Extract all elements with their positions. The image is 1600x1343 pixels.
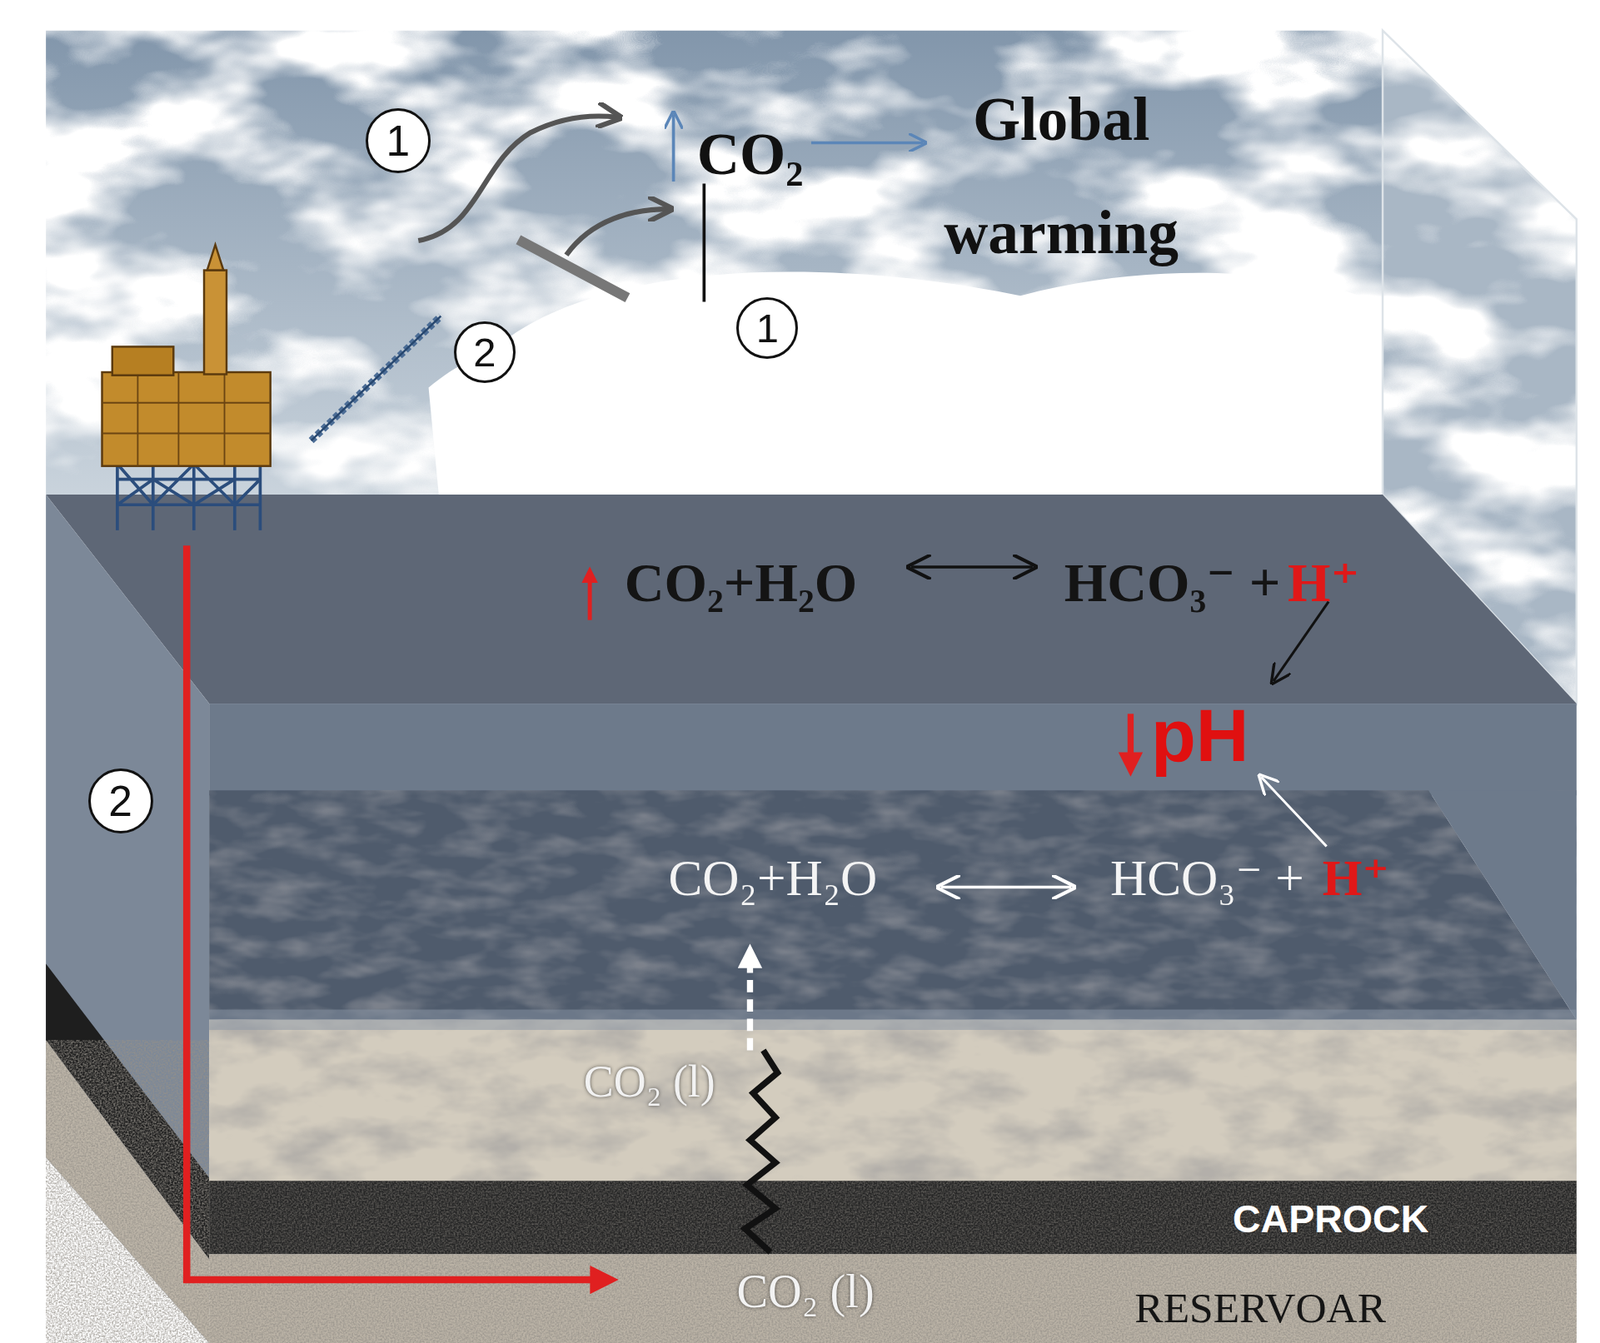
callout-number: 2 <box>473 328 496 376</box>
layer-label: RESERVOAR <box>1134 1283 1386 1333</box>
callout-circle: 2 <box>453 321 516 384</box>
gas-formula: CO₂ <box>697 120 804 190</box>
phase-label: CO₂ (l) <box>583 1056 716 1109</box>
ph-label: pH <box>1151 693 1250 778</box>
callout-number: 1 <box>385 115 410 166</box>
callout-circle: 2 <box>88 768 154 834</box>
injection-pipe <box>186 545 608 1281</box>
layer-label: CAPROCK <box>1232 1197 1429 1243</box>
callout-number: 2 <box>108 776 133 827</box>
ion-formula: H⁺ <box>1287 551 1360 615</box>
reaction-formula: HCO₃⁻ + <box>1110 848 1305 908</box>
callout-circle: 1 <box>365 108 431 174</box>
callout-number: 1 <box>756 304 779 352</box>
phase-label: CO₂ (l) <box>737 1265 875 1320</box>
effect-label: Global warming <box>907 63 1215 290</box>
reaction-formula: CO₂+H₂O <box>624 551 858 615</box>
reaction-formula: CO₂+H₂O <box>667 848 878 908</box>
oil-platform <box>102 244 442 531</box>
ion-formula: H⁺ <box>1322 848 1390 908</box>
reaction-formula: HCO₃⁻ + <box>1064 551 1281 615</box>
